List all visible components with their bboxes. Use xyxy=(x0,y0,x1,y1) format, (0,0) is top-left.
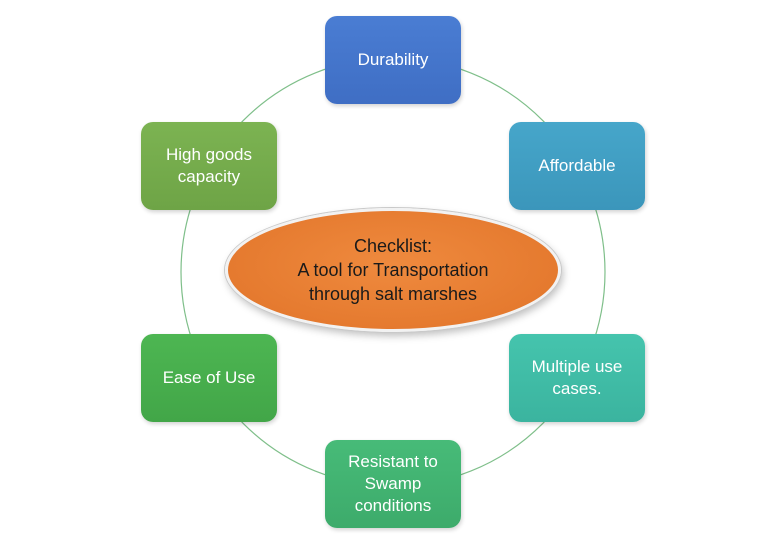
node-resistant-to-swamp[interactable]: Resistant to Swamp conditions xyxy=(325,440,461,528)
node-durability[interactable]: Durability xyxy=(325,16,461,104)
center-title: Checklist: A tool for Transportation thr… xyxy=(297,236,489,304)
center-hub[interactable]: Checklist: A tool for Transportation thr… xyxy=(225,208,561,332)
node-multiple-use-cases[interactable]: Multiple use cases. xyxy=(509,334,645,422)
node-ease-of-use[interactable]: Ease of Use xyxy=(141,334,277,422)
node-affordable[interactable]: Affordable xyxy=(509,122,645,210)
node-high-goods-capacity[interactable]: High goods capacity xyxy=(141,122,277,210)
